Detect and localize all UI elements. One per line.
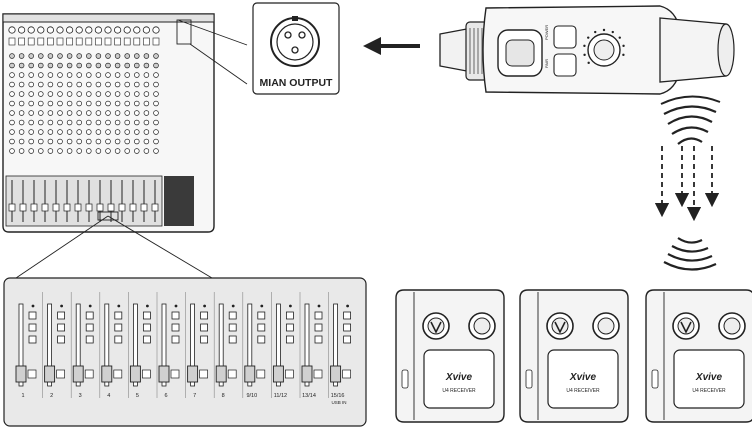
zoom-fader-cap xyxy=(187,365,199,383)
mixer-fader-bank xyxy=(5,175,163,227)
zoom-channel-strip: 6 xyxy=(156,292,180,399)
u4-receiver: Xvive U4 RECEIVER xyxy=(519,289,629,423)
zoom-channel-strip: 15/16 xyxy=(328,292,352,399)
zoom-fader-cap xyxy=(44,365,56,383)
zoom-fader-cap xyxy=(15,365,27,383)
zoom-channel-label: 5 xyxy=(136,393,139,399)
fader-zoom-panel: 1 2 3 4 5 6 7 8 9/10 11/12 13/14 15/16 USB IN xyxy=(3,277,367,427)
zoom-fader-cap xyxy=(330,365,342,383)
v-logo-icon xyxy=(680,321,692,334)
receiver-model-label: U4 RECEIVER xyxy=(692,388,726,394)
mixer-console xyxy=(2,13,215,233)
zoom-channel-label: 11/12 xyxy=(274,393,287,399)
zoom-fader-cap xyxy=(301,365,313,383)
transmitter-pair-label: PAIR xyxy=(544,59,549,68)
signal-arrow-left xyxy=(363,37,420,55)
zoom-channel-label: 8 xyxy=(222,393,225,399)
mixer-knob-grid xyxy=(8,26,160,154)
xlr-connector-icon xyxy=(270,16,320,67)
wireless-transmitter: POWER PAIR xyxy=(439,5,735,95)
main-output-label: MIAN OUTPUT xyxy=(260,77,333,89)
zoom-channel-strip: 7 xyxy=(185,292,209,399)
zoom-channel-label: 2 xyxy=(50,393,53,399)
zoom-channel-strip: 8 xyxy=(213,292,237,399)
u4-receiver: Xvive U4 RECEIVER xyxy=(395,289,505,423)
zoom-channel-strip: 3 xyxy=(70,292,94,399)
zoom-channel-label: 3 xyxy=(79,393,82,399)
mixer-master-section xyxy=(164,176,194,226)
master-usb-in-label: USB IN xyxy=(331,400,346,405)
receiver-model-label: U4 RECEIVER xyxy=(566,388,600,394)
zoom-fader-strips: 1 2 3 4 5 6 7 8 9/10 11/12 13/14 15/16 xyxy=(15,292,352,399)
zoom-channel-label: 6 xyxy=(164,393,167,399)
zoom-channel-strip: 4 xyxy=(99,292,123,399)
zoom-fader-cap xyxy=(72,365,84,383)
zoom-channel-label: 7 xyxy=(193,393,196,399)
zoom-fader-cap xyxy=(158,365,170,383)
zoom-channel-strip: 2 xyxy=(42,292,65,399)
receiver-brand-label: Xvive xyxy=(695,372,723,383)
zoom-channel-strip: 1 xyxy=(15,303,37,399)
v-logo-icon xyxy=(554,321,566,334)
transmitter-power-label: POWER xyxy=(544,25,549,40)
main-output-callout: MIAN OUTPUT xyxy=(176,2,340,95)
zoom-fader-cap xyxy=(129,365,141,383)
v-logo-icon xyxy=(430,321,442,334)
zoom-channel-label: 13/14 xyxy=(302,393,316,399)
zoom-channel-strip: 13/14 xyxy=(299,292,323,399)
receiver-brand-label: Xvive xyxy=(445,372,473,383)
receiver-model-label: U4 RECEIVER xyxy=(442,388,476,394)
u4-receiver: Xvive U4 RECEIVER xyxy=(645,289,752,423)
zoom-channel-label: 9/10 xyxy=(246,393,257,399)
zoom-channel-label: 15/16 xyxy=(331,393,345,399)
receiver-group: Xvive U4 RECEIVER Xvive U4 RECEIVER Xvive U4 … xyxy=(395,289,752,423)
receiver-brand-label: Xvive xyxy=(569,372,597,383)
zoom-fader-cap xyxy=(272,365,284,383)
zoom-channel-strip: 9/10 xyxy=(242,292,266,399)
zoom-fader-cap xyxy=(244,365,256,383)
zoom-channel-strip: 11/12 xyxy=(271,292,294,399)
zoom-channel-label: 4 xyxy=(107,393,110,399)
wireless-signal xyxy=(654,95,721,271)
zoom-channel-strip: 5 xyxy=(128,292,151,399)
transmitter-led-ring xyxy=(583,28,625,65)
zoom-fader-cap xyxy=(215,365,227,383)
zoom-fader-cap xyxy=(101,365,113,383)
zoom-channel-label: 1 xyxy=(21,393,24,399)
fader-zoom-callout xyxy=(15,211,213,279)
